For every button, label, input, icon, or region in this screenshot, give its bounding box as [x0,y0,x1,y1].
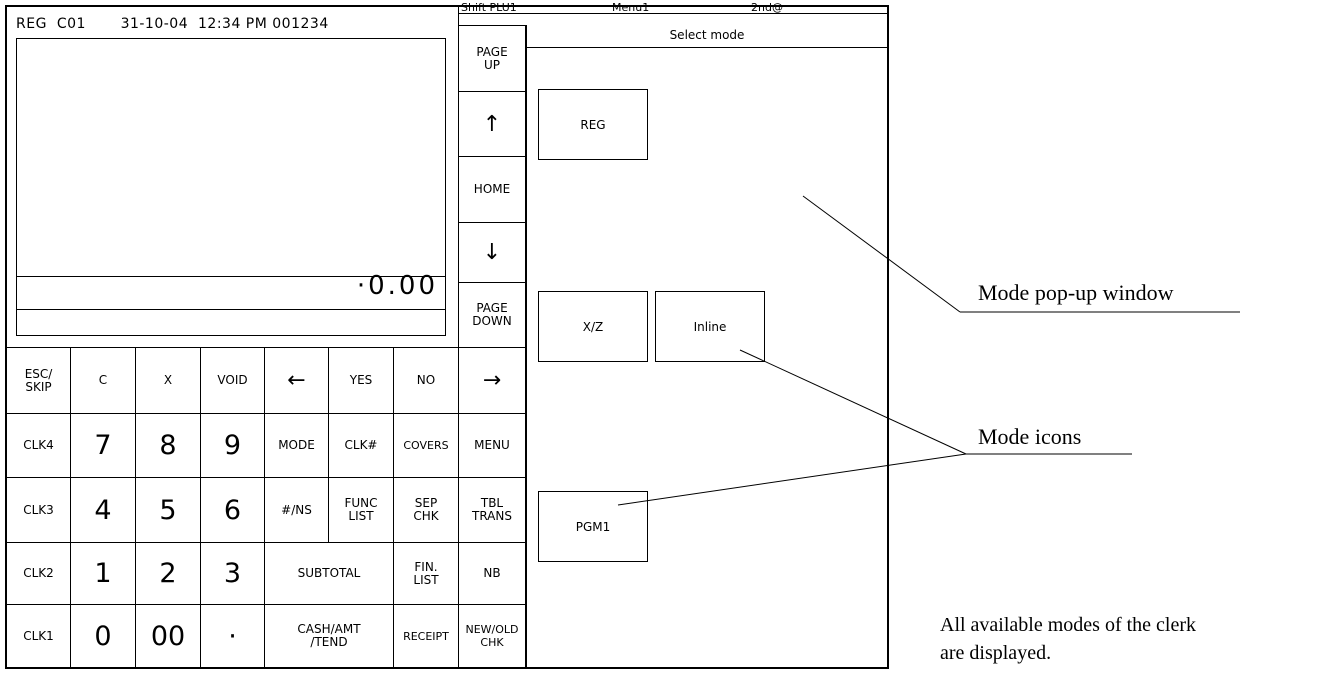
number-no-sale-key[interactable]: #/NS [265,478,329,543]
separate-check-key[interactable]: SEP CHK [394,478,459,543]
void-key[interactable]: VOID [201,348,265,414]
mode-icon-reg[interactable]: REG [538,89,648,160]
receipt-key[interactable]: RECEIPT [394,605,459,667]
mode-icon-pgm1[interactable]: PGM1 [538,491,648,562]
no-key[interactable]: NO [394,348,459,414]
digit-6-key[interactable]: 6 [201,478,265,543]
menu-key[interactable]: MENU [459,414,526,478]
total-row: ·0.00 [16,271,446,310]
page-down-key[interactable]: PAGE DOWN [459,283,526,348]
table-transfer-key[interactable]: TBL TRANS [459,478,526,543]
cash-amount-tender-key[interactable]: CASH/AMT /TEND [265,605,394,667]
function-list-key[interactable]: FUNC LIST [329,478,394,543]
menu-label: Menu1 [612,1,650,14]
clk4-key[interactable]: CLK4 [7,414,71,478]
finalize-list-key[interactable]: FIN. LIST [394,543,459,605]
pgm1-leader-line [617,453,967,506]
page-up-key[interactable]: PAGE UP [459,25,526,92]
popup-window-callout: Mode pop-up window [978,280,1174,305]
mode-popup-window: Select mode REG X/Z Inline PGM1 [526,25,887,667]
up-arrow-key[interactable]: ↑ [459,92,526,157]
digit-3-key[interactable]: 3 [201,543,265,605]
note-line-2: are displayed. [940,642,1052,664]
mode-icon-inline[interactable]: Inline [655,291,765,362]
new-old-check-key[interactable]: NEW/OLD CHK [459,605,526,667]
esc-skip-key[interactable]: ESC/ SKIP [7,348,71,414]
clear-key[interactable]: C [71,348,136,414]
total-amount: ·0.00 [356,271,438,301]
shift-plu-label: Shift PLU1 [461,1,517,14]
digit-8-key[interactable]: 8 [136,414,201,478]
receipt-display: REG C01 31-10-04 12:34 PM 001234 ·0.00 [7,7,459,348]
mode-icon-xz[interactable]: X/Z [538,291,648,362]
clk3-key[interactable]: CLK3 [7,478,71,543]
status-line: REG C01 31-10-04 12:34 PM 001234 [16,16,329,32]
digit-2-key[interactable]: 2 [136,543,201,605]
covers-key[interactable]: COVERS [394,414,459,478]
note-line-1: All available modes of the clerk [940,614,1197,636]
home-key[interactable]: HOME [459,157,526,223]
mode-key[interactable]: MODE [265,414,329,478]
new-balance-key[interactable]: NB [459,543,526,605]
popup-leader-line [802,195,961,313]
yes-key[interactable]: YES [329,348,394,414]
clk1-key[interactable]: CLK1 [7,605,71,667]
decimal-point-key[interactable]: · [201,605,265,667]
digit-0-key[interactable]: 0 [71,605,136,667]
second-label: 2nd@ [751,1,783,14]
digit-4-key[interactable]: 4 [71,478,136,543]
clerk-number-key[interactable]: CLK# [329,414,394,478]
digit-7-key[interactable]: 7 [71,414,136,478]
multiply-key[interactable]: X [136,348,201,414]
inline-leader-line [739,349,967,455]
mode-icons-callout: Mode icons [978,424,1082,449]
digit-1-key[interactable]: 1 [71,543,136,605]
left-arrow-key[interactable]: ← [265,348,329,414]
subtotal-key[interactable]: SUBTOTAL [265,543,394,605]
digit-5-key[interactable]: 5 [136,478,201,543]
double-zero-key[interactable]: 00 [136,605,201,667]
digit-9-key[interactable]: 9 [201,414,265,478]
right-arrow-key[interactable]: → [459,348,526,414]
popup-title: Select mode [527,25,887,48]
pos-screen: REG C01 31-10-04 12:34 PM 001234 ·0.00 P… [5,2,889,669]
clk2-key[interactable]: CLK2 [7,543,71,605]
down-arrow-key[interactable]: ↓ [459,223,526,283]
top-status-bar: Shift PLU1 Menu1 2nd@ [459,2,887,14]
display-window: ·0.00 [16,38,446,336]
